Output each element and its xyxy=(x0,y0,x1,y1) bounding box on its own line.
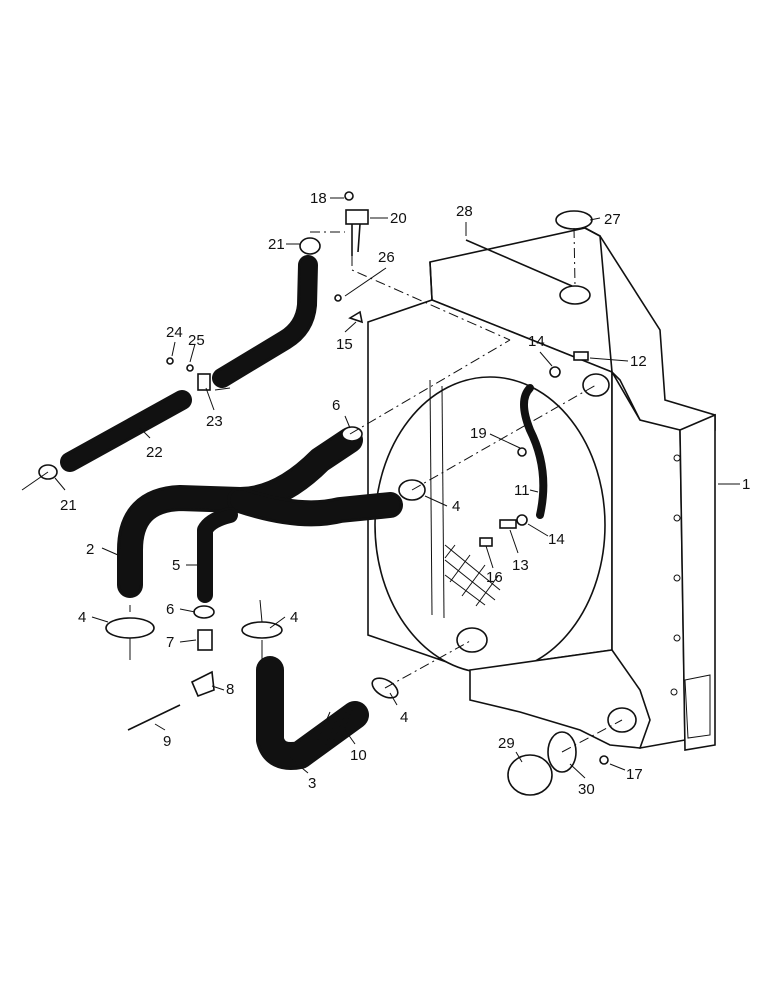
callout-6a: 6 xyxy=(332,397,340,414)
clip-23 xyxy=(197,373,211,391)
callout-27: 27 xyxy=(604,211,621,228)
radiator-cap-27 xyxy=(555,210,593,230)
bracket-legs xyxy=(351,223,361,256)
callout-2: 2 xyxy=(86,541,94,558)
hoses xyxy=(60,255,548,770)
leader-lines xyxy=(54,197,740,779)
callout-11: 11 xyxy=(514,482,530,499)
elbow-8 xyxy=(190,670,215,698)
hose-clamp-6b xyxy=(193,605,215,619)
callout-28: 28 xyxy=(456,203,473,220)
rod-9 xyxy=(127,704,181,731)
fitting-14a xyxy=(549,366,561,378)
bolt-26 xyxy=(334,294,342,302)
callout-4d: 4 xyxy=(452,498,460,515)
callout-22: 22 xyxy=(146,444,163,461)
assembly-lines xyxy=(21,227,623,753)
callout-14b: 14 xyxy=(548,531,565,548)
fitting-13 xyxy=(499,519,517,529)
callout-26: 26 xyxy=(378,249,395,266)
callout-13: 13 xyxy=(512,557,529,574)
bolt-18 xyxy=(344,191,354,201)
upper-fitting xyxy=(582,373,610,397)
callout-14a: 14 xyxy=(528,333,545,350)
fitting-7 xyxy=(197,629,213,651)
plug-19 xyxy=(517,447,527,457)
lower-inlet-fitting xyxy=(456,627,488,653)
callout-21b: 21 xyxy=(268,236,285,253)
callout-3: 3 xyxy=(308,775,316,792)
callout-18: 18 xyxy=(310,190,327,207)
clip-15 xyxy=(348,310,364,324)
filler-neck xyxy=(559,285,591,305)
hose-clamp-21b xyxy=(299,237,321,255)
callout-5: 5 xyxy=(172,557,180,574)
fitting-12 xyxy=(573,351,589,361)
small-parts xyxy=(38,191,609,796)
callout-20: 20 xyxy=(390,210,407,227)
callout-8: 8 xyxy=(226,681,234,698)
callout-4a: 4 xyxy=(78,609,86,626)
bracket-20 xyxy=(345,209,369,225)
callout-labels: 1 2 3 4 4 4 4 5 6 6 7 8 9 10 11 12 13 14… xyxy=(60,190,750,798)
callout-23: 23 xyxy=(206,413,223,430)
callout-19: 19 xyxy=(470,425,487,442)
callout-29: 29 xyxy=(498,735,515,752)
callout-1: 1 xyxy=(742,476,750,493)
valve-16 xyxy=(479,537,493,547)
hose-clamp-6a xyxy=(341,426,363,442)
callout-9: 9 xyxy=(163,733,171,750)
callout-12: 12 xyxy=(630,353,647,370)
fitting-14b xyxy=(516,514,528,526)
cap-29 xyxy=(507,754,553,796)
hose-clamp-4a xyxy=(105,617,155,639)
callout-4c: 4 xyxy=(400,709,408,726)
callout-4b: 4 xyxy=(290,609,298,626)
radiator-assembly xyxy=(367,227,716,751)
callout-7: 7 xyxy=(166,634,174,651)
callout-21a: 21 xyxy=(60,497,77,514)
washer-25 xyxy=(186,364,194,372)
callout-10: 10 xyxy=(350,747,367,764)
callout-24: 24 xyxy=(166,324,183,341)
core-mesh xyxy=(444,544,501,607)
callout-6b: 6 xyxy=(166,601,174,618)
callout-25: 25 xyxy=(188,332,205,349)
bolt-24 xyxy=(166,357,174,365)
hose-clamp-4b xyxy=(241,621,283,639)
callout-15: 15 xyxy=(336,336,353,353)
callout-30: 30 xyxy=(578,781,595,798)
callout-17: 17 xyxy=(626,766,643,783)
drain-17 xyxy=(599,755,609,765)
callout-16: 16 xyxy=(486,569,503,586)
